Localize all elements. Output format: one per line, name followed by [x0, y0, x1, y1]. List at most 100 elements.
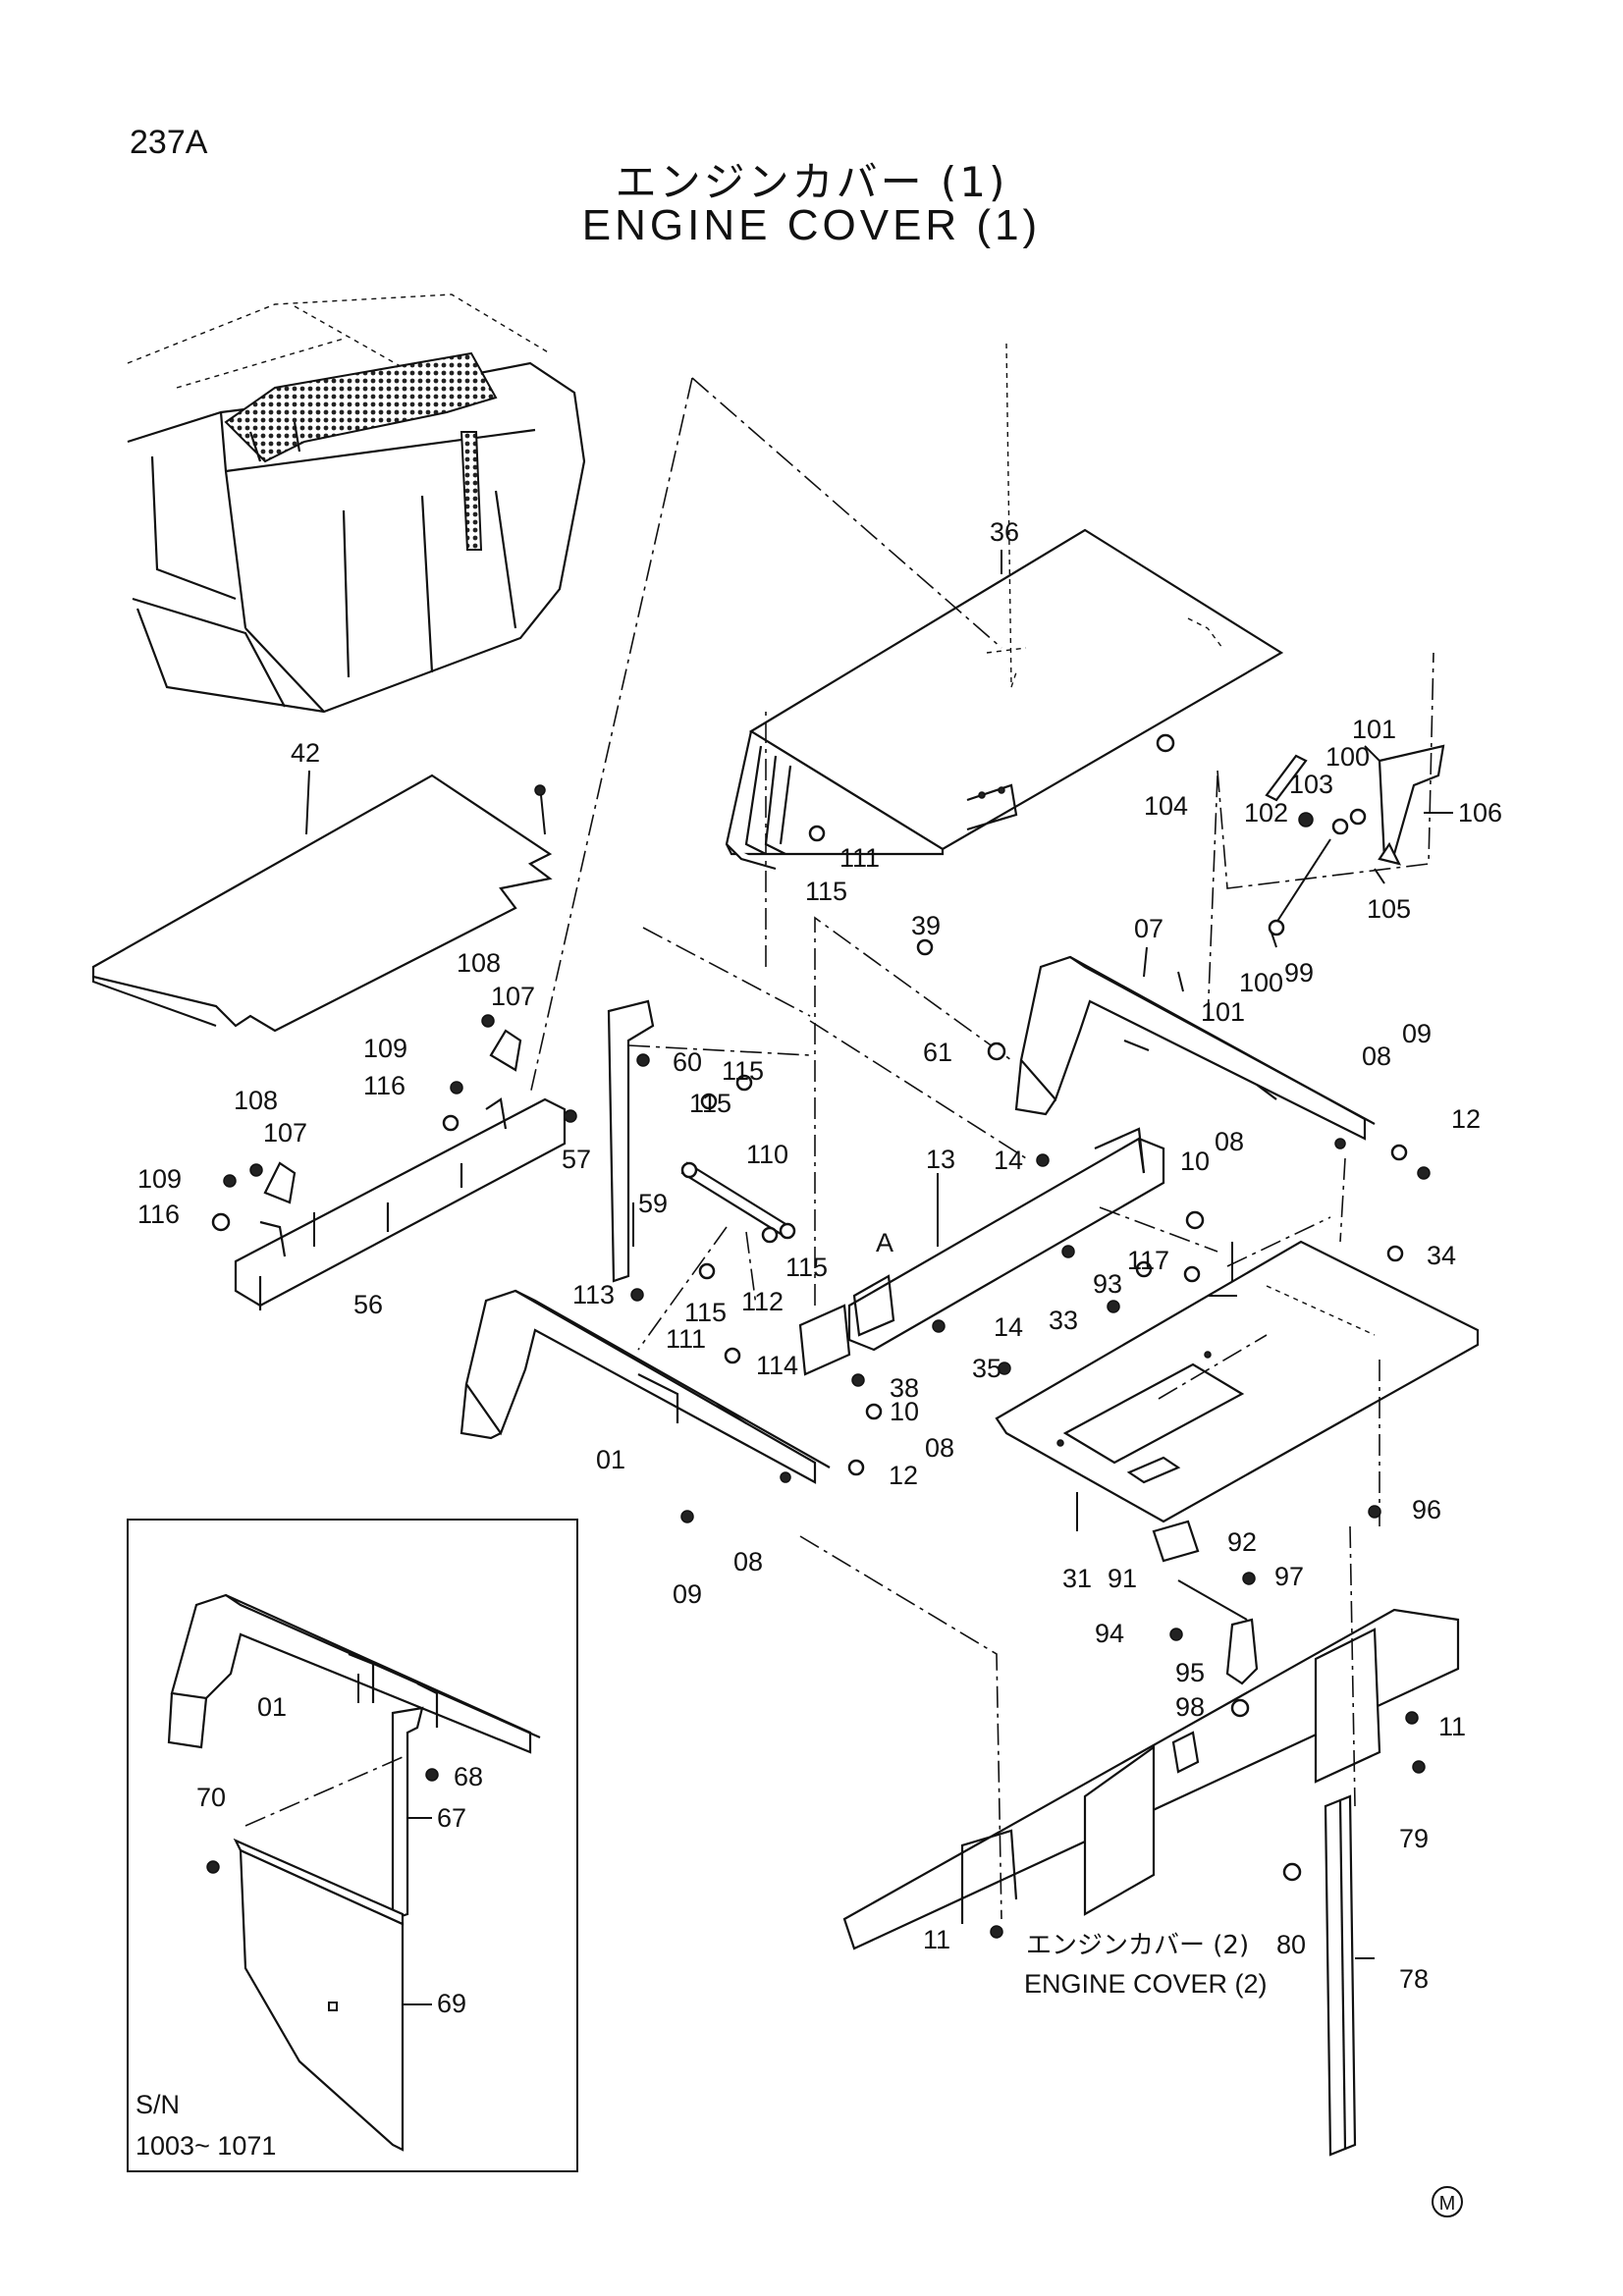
label-leaders	[305, 550, 1453, 2005]
label-08: 08	[925, 1433, 954, 1463]
label-08: 08	[1362, 1041, 1391, 1071]
label-112: 112	[741, 1287, 784, 1316]
label-97: 97	[1274, 1562, 1304, 1591]
part-56-beam	[211, 1029, 567, 1310]
label-35: 35	[972, 1354, 1001, 1383]
label-101: 101	[1201, 997, 1245, 1027]
label-100: 100	[1239, 968, 1283, 997]
part-number-labels: 36 42 101 100 103 106 102 104 105 115 11…	[137, 517, 1502, 2018]
continuation-label-english: ENGINE COVER (2)	[1024, 1969, 1268, 1999]
label-38: 38	[890, 1373, 919, 1403]
label-98: 98	[1175, 1692, 1205, 1722]
label-11: 11	[923, 1925, 950, 1954]
label-33: 33	[1049, 1306, 1078, 1335]
part-78-post	[1324, 1794, 1357, 2157]
label-10: 10	[1180, 1147, 1210, 1176]
label-93: 93	[1093, 1269, 1122, 1299]
label-115: 115	[805, 877, 847, 906]
part-07-frame	[1014, 955, 1376, 1149]
serial-number-range: 1003~ 1071	[135, 2131, 276, 2161]
label-69: 69	[437, 1989, 466, 2018]
part-110-rod	[680, 1161, 796, 1240]
label-116: 116	[137, 1200, 180, 1229]
label-109: 109	[363, 1034, 407, 1063]
part-59-bar	[607, 999, 655, 1283]
continuation-label-japanese: エンジンカバー (2)	[1026, 1931, 1249, 1960]
label-14: 14	[994, 1146, 1023, 1175]
part-99-106-link	[1265, 744, 1445, 936]
label-94: 94	[1095, 1619, 1124, 1648]
label-34: 34	[1427, 1241, 1456, 1270]
label-115: 115	[722, 1056, 764, 1086]
label-61: 61	[923, 1038, 952, 1067]
label-91: 91	[1108, 1564, 1137, 1593]
label-103: 103	[1289, 770, 1333, 799]
part-01-frame	[460, 1289, 831, 1484]
label-117: 117	[1127, 1246, 1169, 1275]
label-99: 99	[1284, 958, 1314, 988]
label-68: 68	[454, 1762, 483, 1791]
label-13: 13	[926, 1145, 955, 1174]
label-113: 113	[572, 1280, 615, 1309]
label-80: 80	[1276, 1930, 1306, 1959]
label-115: 115	[785, 1253, 828, 1282]
label-70: 70	[196, 1783, 226, 1812]
label-01: 01	[257, 1692, 287, 1722]
label-A: A	[876, 1228, 893, 1257]
inset-sn-variant	[127, 1519, 578, 2172]
label-111: 111	[839, 843, 880, 873]
part-13-beam	[798, 1127, 1165, 1376]
label-12: 12	[889, 1461, 918, 1490]
label-110: 110	[746, 1140, 788, 1169]
label-78: 78	[1399, 1964, 1429, 1994]
circled-m-mark: M	[1432, 2186, 1463, 2217]
label-115: 115	[684, 1298, 727, 1327]
label-31: 31	[1062, 1564, 1092, 1593]
label-104: 104	[1144, 791, 1188, 821]
label-14: 14	[994, 1312, 1023, 1342]
label-100: 100	[1325, 742, 1370, 772]
title-japanese: エンジンカバー (1)	[615, 158, 1008, 206]
continuation-note: エンジンカバー (2) ENGINE COVER (2)	[1024, 1931, 1268, 1999]
label-07: 07	[1134, 914, 1163, 943]
title-english: ENGINE COVER (1)	[581, 201, 1042, 249]
label-107: 107	[263, 1118, 307, 1148]
page-code: 237A	[130, 124, 208, 161]
label-09: 09	[1402, 1019, 1432, 1048]
label-08: 08	[1215, 1127, 1244, 1156]
label-109: 109	[137, 1164, 182, 1194]
label-111: 111	[666, 1324, 706, 1354]
label-108: 108	[457, 948, 501, 978]
label-60: 60	[673, 1047, 702, 1077]
label-10: 10	[890, 1397, 919, 1426]
label-101: 101	[1352, 715, 1396, 744]
part-36-top-cover	[725, 343, 1284, 871]
label-59: 59	[638, 1189, 668, 1218]
label-57: 57	[562, 1145, 591, 1174]
inset-serial-text: S/N 1003~ 1071	[135, 2090, 276, 2161]
label-115: 115	[689, 1089, 731, 1118]
label-114: 114	[756, 1351, 798, 1380]
label-56: 56	[353, 1290, 383, 1319]
label-92: 92	[1227, 1527, 1257, 1557]
label-96: 96	[1412, 1495, 1441, 1524]
fasteners	[223, 733, 1431, 1939]
label-79: 79	[1399, 1824, 1429, 1853]
part-95-bracket	[1152, 1520, 1259, 1718]
serial-number-label: S/N	[135, 2090, 180, 2119]
engine-cover-2-frame	[842, 1608, 1460, 1950]
label-116: 116	[363, 1071, 406, 1100]
part-31-floor-panel	[995, 1240, 1480, 1523]
label-106: 106	[1458, 798, 1502, 828]
machine-overview-illustration	[127, 294, 586, 714]
assembly-guide-lines	[529, 377, 1434, 1920]
label-36: 36	[990, 517, 1019, 547]
label-42: 42	[291, 738, 320, 768]
label-08: 08	[733, 1547, 763, 1576]
label-95: 95	[1175, 1658, 1205, 1687]
mark-letter: M	[1439, 2193, 1456, 2215]
label-105: 105	[1367, 894, 1411, 924]
label-01: 01	[596, 1445, 625, 1474]
